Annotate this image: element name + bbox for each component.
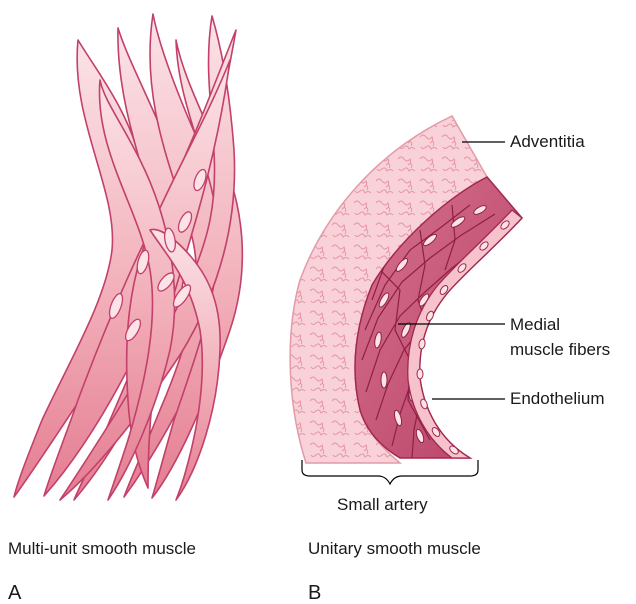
adventitia-label: Adventitia — [510, 132, 585, 152]
panel-b-letter: B — [308, 583, 321, 603]
small-artery-label: Small artery — [337, 495, 428, 515]
medial-label-line2: muscle fibers — [510, 340, 610, 360]
panel-b-caption: Unitary smooth muscle — [308, 539, 481, 559]
panel-a-letter: A — [8, 583, 21, 603]
panel-a-caption: Multi-unit smooth muscle — [8, 539, 196, 559]
multi-unit-fiber-bundle — [14, 14, 242, 500]
medial-label-line1: Medial — [510, 315, 560, 335]
endothelium-label: Endothelium — [510, 389, 605, 409]
